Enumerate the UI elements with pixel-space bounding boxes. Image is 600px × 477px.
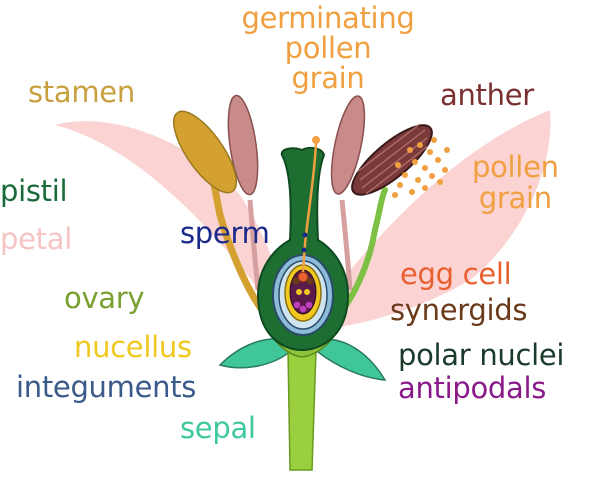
antipodal-1 [293,301,301,309]
label-egg-cell: egg cell [400,257,512,291]
label-pollen-grain: pollen grain [472,152,559,214]
label-germinating-line1: germinating [241,1,415,35]
synergid-left [292,277,300,285]
label-germinating-line3: grain [291,61,365,95]
label-ovary: ovary [64,281,145,315]
antipodal-2 [299,305,307,313]
polar-nucleus-1 [296,289,302,295]
label-anther: anther [440,78,534,112]
polar-nucleus-2 [304,289,310,295]
petal-right [305,110,551,330]
label-germinating-pollen-grain: germinating pollen grain [238,3,418,93]
label-petal: petal [0,222,72,256]
label-pollen-line2: grain [478,181,552,215]
petal-left [55,121,290,330]
sepal-left [218,338,293,369]
label-integuments: integuments [16,370,197,404]
synergid-right [306,277,314,285]
label-synergids: synergids [390,293,528,327]
flower-stalk [287,349,317,471]
pollen-dots [392,137,450,198]
label-polar-nuclei: polar nuclei [398,338,565,372]
label-stamen: stamen [28,75,135,109]
label-antipodals: antipodals [398,371,547,405]
mauve-stamen-left [227,94,261,291]
label-pollen-line1: pollen [472,150,559,184]
label-pistil: pistil [0,174,68,208]
label-nucellus: nucellus [74,330,192,364]
stamen-anther [173,110,237,194]
mauve-stamen-right [330,95,366,291]
sepal-right [317,338,387,381]
sperm-dot-1 [302,232,308,238]
label-sperm: sperm [180,216,270,250]
label-germinating-line2: pollen [284,31,372,65]
antipodal-3 [305,301,313,309]
egg-cell-shape [297,271,309,283]
label-sepal: sepal [180,411,256,445]
anther-lines [356,123,429,195]
germinating-pollen-dot [312,136,320,144]
sperm-dot-2 [301,247,307,253]
